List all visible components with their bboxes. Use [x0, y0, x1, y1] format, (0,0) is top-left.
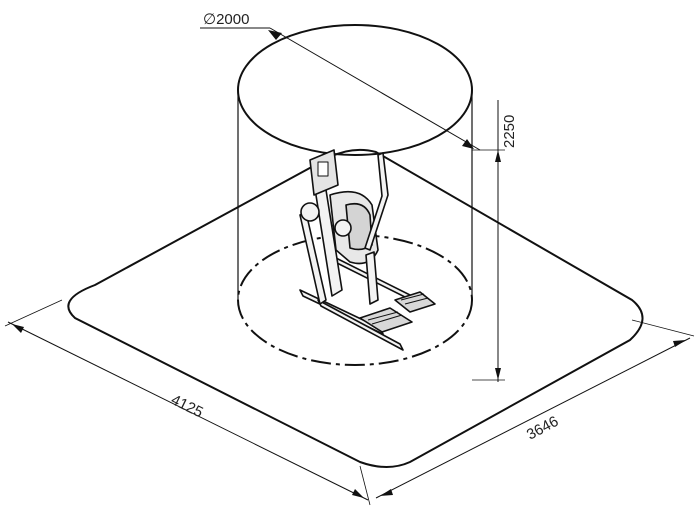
left-pedal: [359, 307, 413, 333]
cylinder-top-ellipse: [237, 24, 473, 156]
depth-label: 3646: [524, 413, 561, 444]
depth-dimension: [375, 319, 695, 499]
diameter-label: ∅2000: [203, 11, 249, 28]
elliptical-trainer: [299, 149, 436, 351]
floor-footprint: [67, 148, 644, 468]
width-dimension: [4, 299, 371, 506]
height-label: 2250: [501, 115, 518, 148]
clearance-cylinder: [237, 24, 473, 366]
width-label: 4125: [168, 391, 205, 421]
right-handlebar: [364, 152, 389, 251]
diameter-dimension: [200, 27, 481, 151]
height-dimension: [472, 100, 505, 382]
right-pedal: [394, 291, 436, 313]
